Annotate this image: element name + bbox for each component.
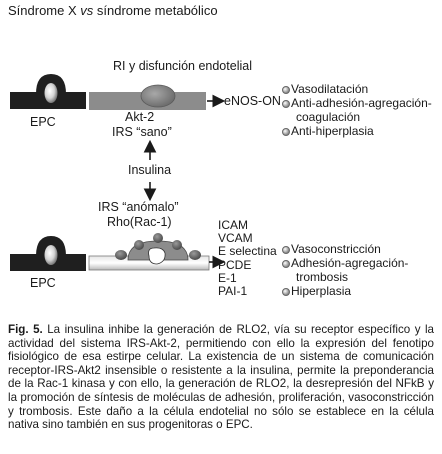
bottom-effect-adhesion: Adhesión-agregación- <box>282 256 408 270</box>
header-vs: vs <box>80 3 94 18</box>
caption-text: La insulina inhibe la generación de RLO2… <box>8 323 435 432</box>
rho-rac1-label: Rho(Rac-1) <box>107 215 172 229</box>
adhesion-bump-1 <box>115 250 127 260</box>
header-part-3: síndrome metabólico <box>93 3 218 18</box>
bottom-endothelial-cell <box>88 233 210 271</box>
top-effect-anti-hiperplasia: Anti-hiperplasia <box>282 124 432 138</box>
enos-on-label: eNOS-ON <box>224 94 281 108</box>
caption-label: Fig. 5. <box>8 323 43 336</box>
top-effect-coagulacion: coagulación <box>296 110 361 124</box>
molecule-icam: ICAM <box>218 218 248 232</box>
adhesion-bump-3 <box>153 233 163 243</box>
insulina-label: Insulina <box>128 163 172 177</box>
top-effects-list: Vasodilatación Anti-adhesión-agregación-… <box>282 82 432 138</box>
adhesion-bump-4 <box>172 240 182 250</box>
bottom-effect-hiperplasia: Hiperplasia <box>282 284 408 298</box>
top-effect-anti-adhesion: Anti-adhesión-agregación- <box>282 96 432 110</box>
bottom-effect-trombosis: trombosis <box>296 270 349 284</box>
akt2-label: Akt-2 <box>125 110 155 124</box>
irs-sano-label: IRS “sano” <box>112 125 172 139</box>
molecule-pcde: PCDE <box>218 257 252 272</box>
top-endothelial-nucleus <box>140 84 176 108</box>
top-title: RI y disfunción endotelial <box>113 59 252 73</box>
figure-caption: Fig. 5. La insulina inhibe la generación… <box>8 323 434 432</box>
bottom-effects-list: Vasoconstricción Adhesión-agregación- tr… <box>282 242 408 298</box>
adhesion-bump-5 <box>189 250 201 260</box>
bottom-effect-vasoconstriccion: Vasoconstricción <box>282 242 408 256</box>
top-effect-vasodilatacion: Vasodilatación <box>282 82 432 96</box>
molecule-e1: E-1 <box>218 270 237 285</box>
irs-anomalo-label: IRS “anómalo” <box>98 200 179 214</box>
bottom-epc-label: EPC <box>30 276 56 290</box>
top-epc-nucleus <box>44 83 58 103</box>
molecule-pai1: PAI-1 <box>218 284 248 299</box>
molecule-list: ICAM VCAM E selectina PCDE E-1 PAI-1 <box>218 218 277 299</box>
figure-header: Síndrome X vs síndrome metabólico <box>8 3 218 18</box>
header-part-1: Síndrome X <box>8 3 81 18</box>
top-epc-label: EPC <box>30 115 56 129</box>
adhesion-bump-2 <box>134 240 144 250</box>
molecule-vcam: VCAM <box>218 231 253 246</box>
bottom-epc-cell <box>10 236 86 271</box>
top-endothelial-cell <box>89 84 206 110</box>
molecule-e-selectina: E selectina <box>218 244 277 259</box>
bottom-endothelial-nucleus <box>148 247 166 265</box>
bottom-epc-nucleus <box>44 245 58 265</box>
top-epc-cell <box>10 74 86 109</box>
